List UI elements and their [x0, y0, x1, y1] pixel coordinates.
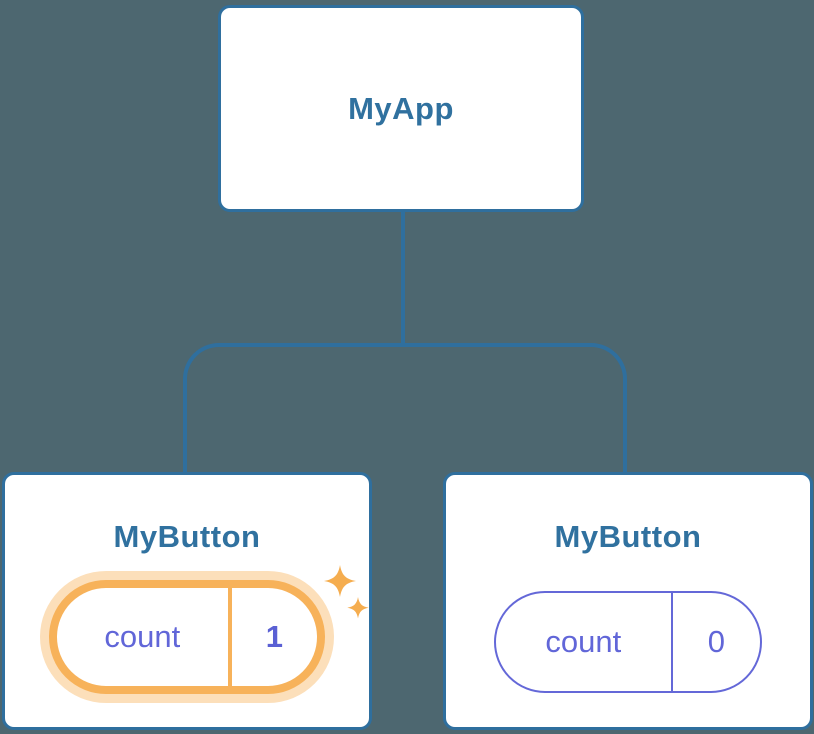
state-name-label: count [104, 619, 181, 654]
state-name-label: count [545, 624, 622, 659]
connector-branch-line [183, 343, 627, 472]
component-node-myapp: MyApp [218, 5, 584, 212]
state-pill: count 0 [494, 591, 762, 693]
component-label-mybutton-2: MyButton [554, 519, 702, 554]
component-label-myapp: MyApp [348, 90, 454, 126]
component-node-mybutton-2: MyButton count 0 [443, 472, 813, 730]
component-label-mybutton-1: MyButton [113, 519, 261, 554]
connector-stem-line [401, 212, 405, 345]
state-value: 1 [227, 588, 317, 686]
state-pill-highlighted: count 1 [49, 580, 325, 694]
component-node-mybutton-1: MyButton count 1 [2, 472, 372, 730]
state-value: 0 [670, 593, 760, 691]
sparkles-icon [324, 565, 369, 619]
